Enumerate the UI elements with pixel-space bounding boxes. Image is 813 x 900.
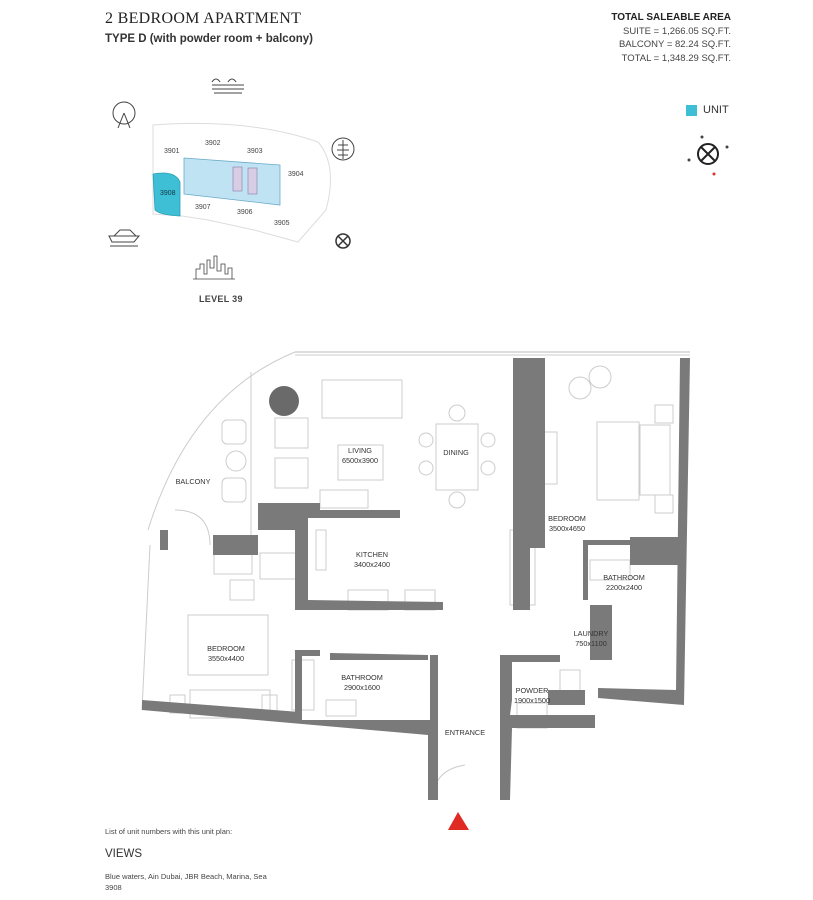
unit-numbers: 3908: [105, 883, 122, 892]
views-list: Blue waters, Ain Dubai, JBR Beach, Marin…: [105, 872, 267, 881]
unit-legend-swatch: [686, 104, 697, 116]
unit-label: 3905: [274, 220, 290, 227]
room-size: 750x1100: [575, 639, 607, 648]
unit-label: 3903: [247, 148, 263, 155]
room-name: BEDROOM: [207, 644, 245, 653]
yacht-icon: [108, 229, 141, 247]
unit-label: 3906: [237, 209, 253, 216]
level-label: LEVEL 39: [199, 294, 243, 304]
area-balcony: BALCONY = 82.24 SQ.FT.: [618, 39, 731, 50]
sea-icon: [211, 78, 244, 94]
skyline-icon: [193, 255, 235, 280]
room-size: 1900x1500: [514, 696, 550, 705]
unit-list-label: List of unit numbers with this unit plan…: [105, 827, 233, 836]
room-name: DINING: [443, 448, 469, 457]
room-size: 3550x4400: [208, 654, 244, 663]
room-name: BATHROOM: [341, 673, 383, 682]
room-size: 2900x1600: [344, 683, 380, 692]
page-subtitle: TYPE D (with powder room + balcony): [105, 33, 313, 45]
unit-label: 3904: [288, 171, 304, 178]
saleable-area: TOTAL SALEABLE AREA SUITE = 1,266.05 SQ.…: [611, 11, 731, 65]
unit-legend-label: UNIT: [703, 104, 729, 116]
room-name: ENTRANCE: [445, 728, 485, 737]
unit-label-highlighted: 3908: [160, 190, 176, 197]
room-name: BALCONY: [176, 477, 211, 486]
unit-label: 3901: [164, 148, 180, 155]
unit-label: 3902: [205, 140, 221, 147]
unit-legend: UNIT: [686, 104, 729, 116]
room-name: BEDROOM: [548, 514, 586, 523]
area-heading: TOTAL SALEABLE AREA: [611, 12, 731, 23]
room-name: KITCHEN: [356, 550, 388, 559]
area-suite: SUITE = 1,266.05 SQ.FT.: [623, 25, 731, 37]
area-total: TOTAL = 1,348.29 SQ.FT.: [621, 52, 731, 64]
unit-label: 3907: [195, 204, 211, 211]
room-size: 6500x3900: [342, 456, 378, 465]
ferris-wheel-icon: [112, 101, 136, 129]
page-title: 2 BEDROOM APARTMENT: [105, 10, 302, 27]
entrance-marker-icon: [448, 812, 469, 830]
room-name: LAUNDRY: [574, 629, 609, 638]
compass-icon: [687, 135, 729, 176]
room-size: 3500x4650: [549, 524, 585, 533]
room-name: POWDER: [516, 686, 549, 695]
key-plan: 3901 3902 3903 3904 3905 3906 3907 3908: [108, 78, 355, 280]
palm-icon: [331, 137, 355, 161]
room-name: BATHROOM: [603, 573, 645, 582]
planter: [269, 386, 299, 416]
compass-small-icon: [335, 233, 351, 249]
room-size: 3400x2400: [354, 560, 390, 569]
views-heading: VIEWS: [105, 848, 143, 860]
room-name: LIVING: [348, 446, 372, 455]
room-labels: LIVING 6500x3900 DINING BALCONY KITCHEN …: [176, 446, 645, 737]
room-size: 2200x2400: [606, 583, 642, 592]
balcony-edge: [147, 351, 296, 531]
unit-3908-highlight: [152, 172, 181, 217]
views-info: Blue waters, Ain Dubai, JBR Beach, Marin…: [105, 871, 267, 893]
walls: [142, 358, 690, 800]
